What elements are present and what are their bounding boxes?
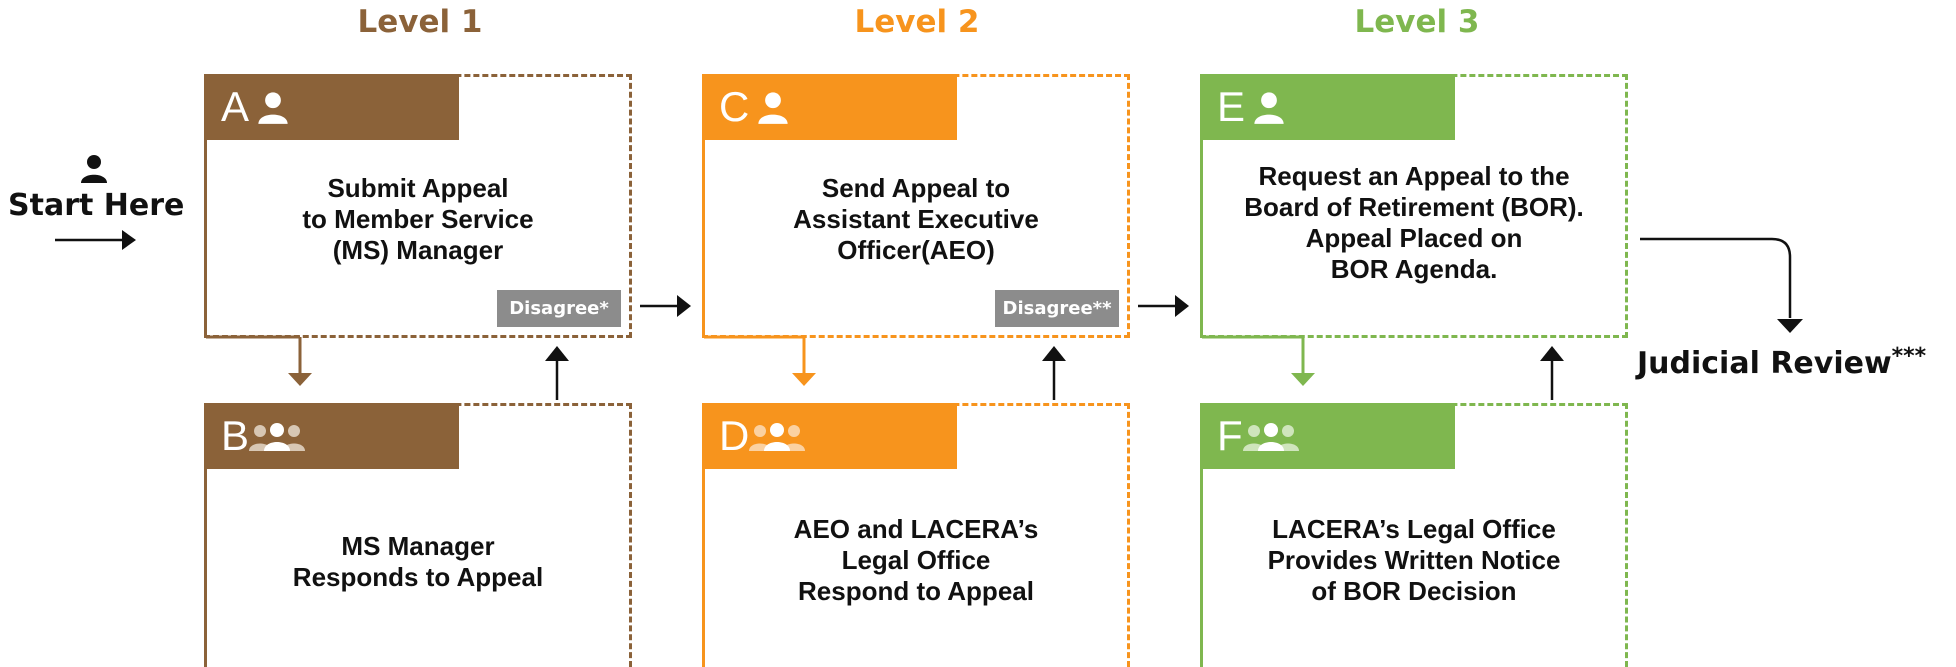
step-b-letter: B — [221, 412, 250, 459]
step-a-text: Submit Appeal to Member Service (MS) Man… — [302, 173, 534, 265]
judicial-review-marker: *** — [1891, 344, 1927, 369]
arrow-a-to-c — [640, 295, 691, 317]
step-d-text: AEO and LACERA’s Legal Office Respond to… — [793, 514, 1039, 606]
step-d-letter: D — [719, 412, 750, 459]
start-arrow — [55, 230, 136, 250]
step-b-text: MS Manager Responds to Appeal — [292, 531, 544, 592]
step-c-box: C Send Appeal to Assistant Executive Off… — [702, 74, 1130, 338]
level-1-title: Level 1 — [357, 4, 483, 40]
arrow-e-to-judicial-review — [1640, 237, 1803, 333]
level-2-title: Level 2 — [854, 4, 980, 40]
arrow-f-to-e — [1540, 346, 1564, 400]
arrow-b-to-a — [545, 346, 569, 400]
step-f-box: F LACERA’s Legal Office Provides Written… — [1200, 403, 1628, 667]
step-f-letter: F — [1217, 412, 1243, 459]
group-icon — [749, 423, 806, 451]
arrow-a-to-b — [206, 335, 312, 386]
step-c-text: Send Appeal to Assistant Executive Offic… — [793, 173, 1039, 265]
judicial-review-text: Judicial Review — [1637, 346, 1892, 381]
arrow-e-to-f — [1202, 335, 1315, 386]
step-e-box: E Request an Appeal to the Board of Reti… — [1200, 74, 1628, 338]
person-icon — [258, 92, 288, 124]
step-f-tab: F — [1200, 403, 1455, 469]
start-here-label: Start Here — [8, 188, 185, 223]
disagree-button-2: Disagree** — [995, 290, 1119, 327]
group-icon — [249, 423, 306, 451]
disagree-button-1: Disagree* — [497, 290, 621, 327]
step-c-letter: C — [719, 83, 750, 130]
person-icon — [1254, 92, 1284, 124]
step-d-box: D AEO and LACERA’s Legal Office Respond … — [702, 403, 1130, 667]
step-a-tab: A — [204, 74, 459, 140]
step-b-box: B MS Manager Responds to Appeal — [204, 403, 632, 667]
step-d-tab: D — [702, 403, 957, 469]
step-e-tab: E — [1200, 74, 1455, 140]
judicial-review-label: Judicial Review*** — [1637, 344, 1926, 381]
arrow-c-to-d — [704, 335, 816, 386]
step-b-tab: B — [204, 403, 459, 469]
step-f-text: LACERA’s Legal Office Provides Written N… — [1267, 514, 1561, 606]
step-e-letter: E — [1217, 83, 1246, 130]
step-a-box: A Submit Appeal to Member Service (MS) M… — [204, 74, 632, 338]
person-icon — [758, 92, 788, 124]
start-person-icon — [81, 155, 107, 183]
step-a-letter: A — [221, 83, 250, 130]
group-icon — [1242, 423, 1299, 451]
arrow-d-to-c — [1042, 346, 1066, 400]
arrow-c-to-e — [1138, 295, 1189, 317]
step-e-text: Request an Appeal to the Board of Retire… — [1244, 161, 1584, 284]
level-3-title: Level 3 — [1354, 4, 1480, 40]
step-c-tab: C — [702, 74, 957, 140]
